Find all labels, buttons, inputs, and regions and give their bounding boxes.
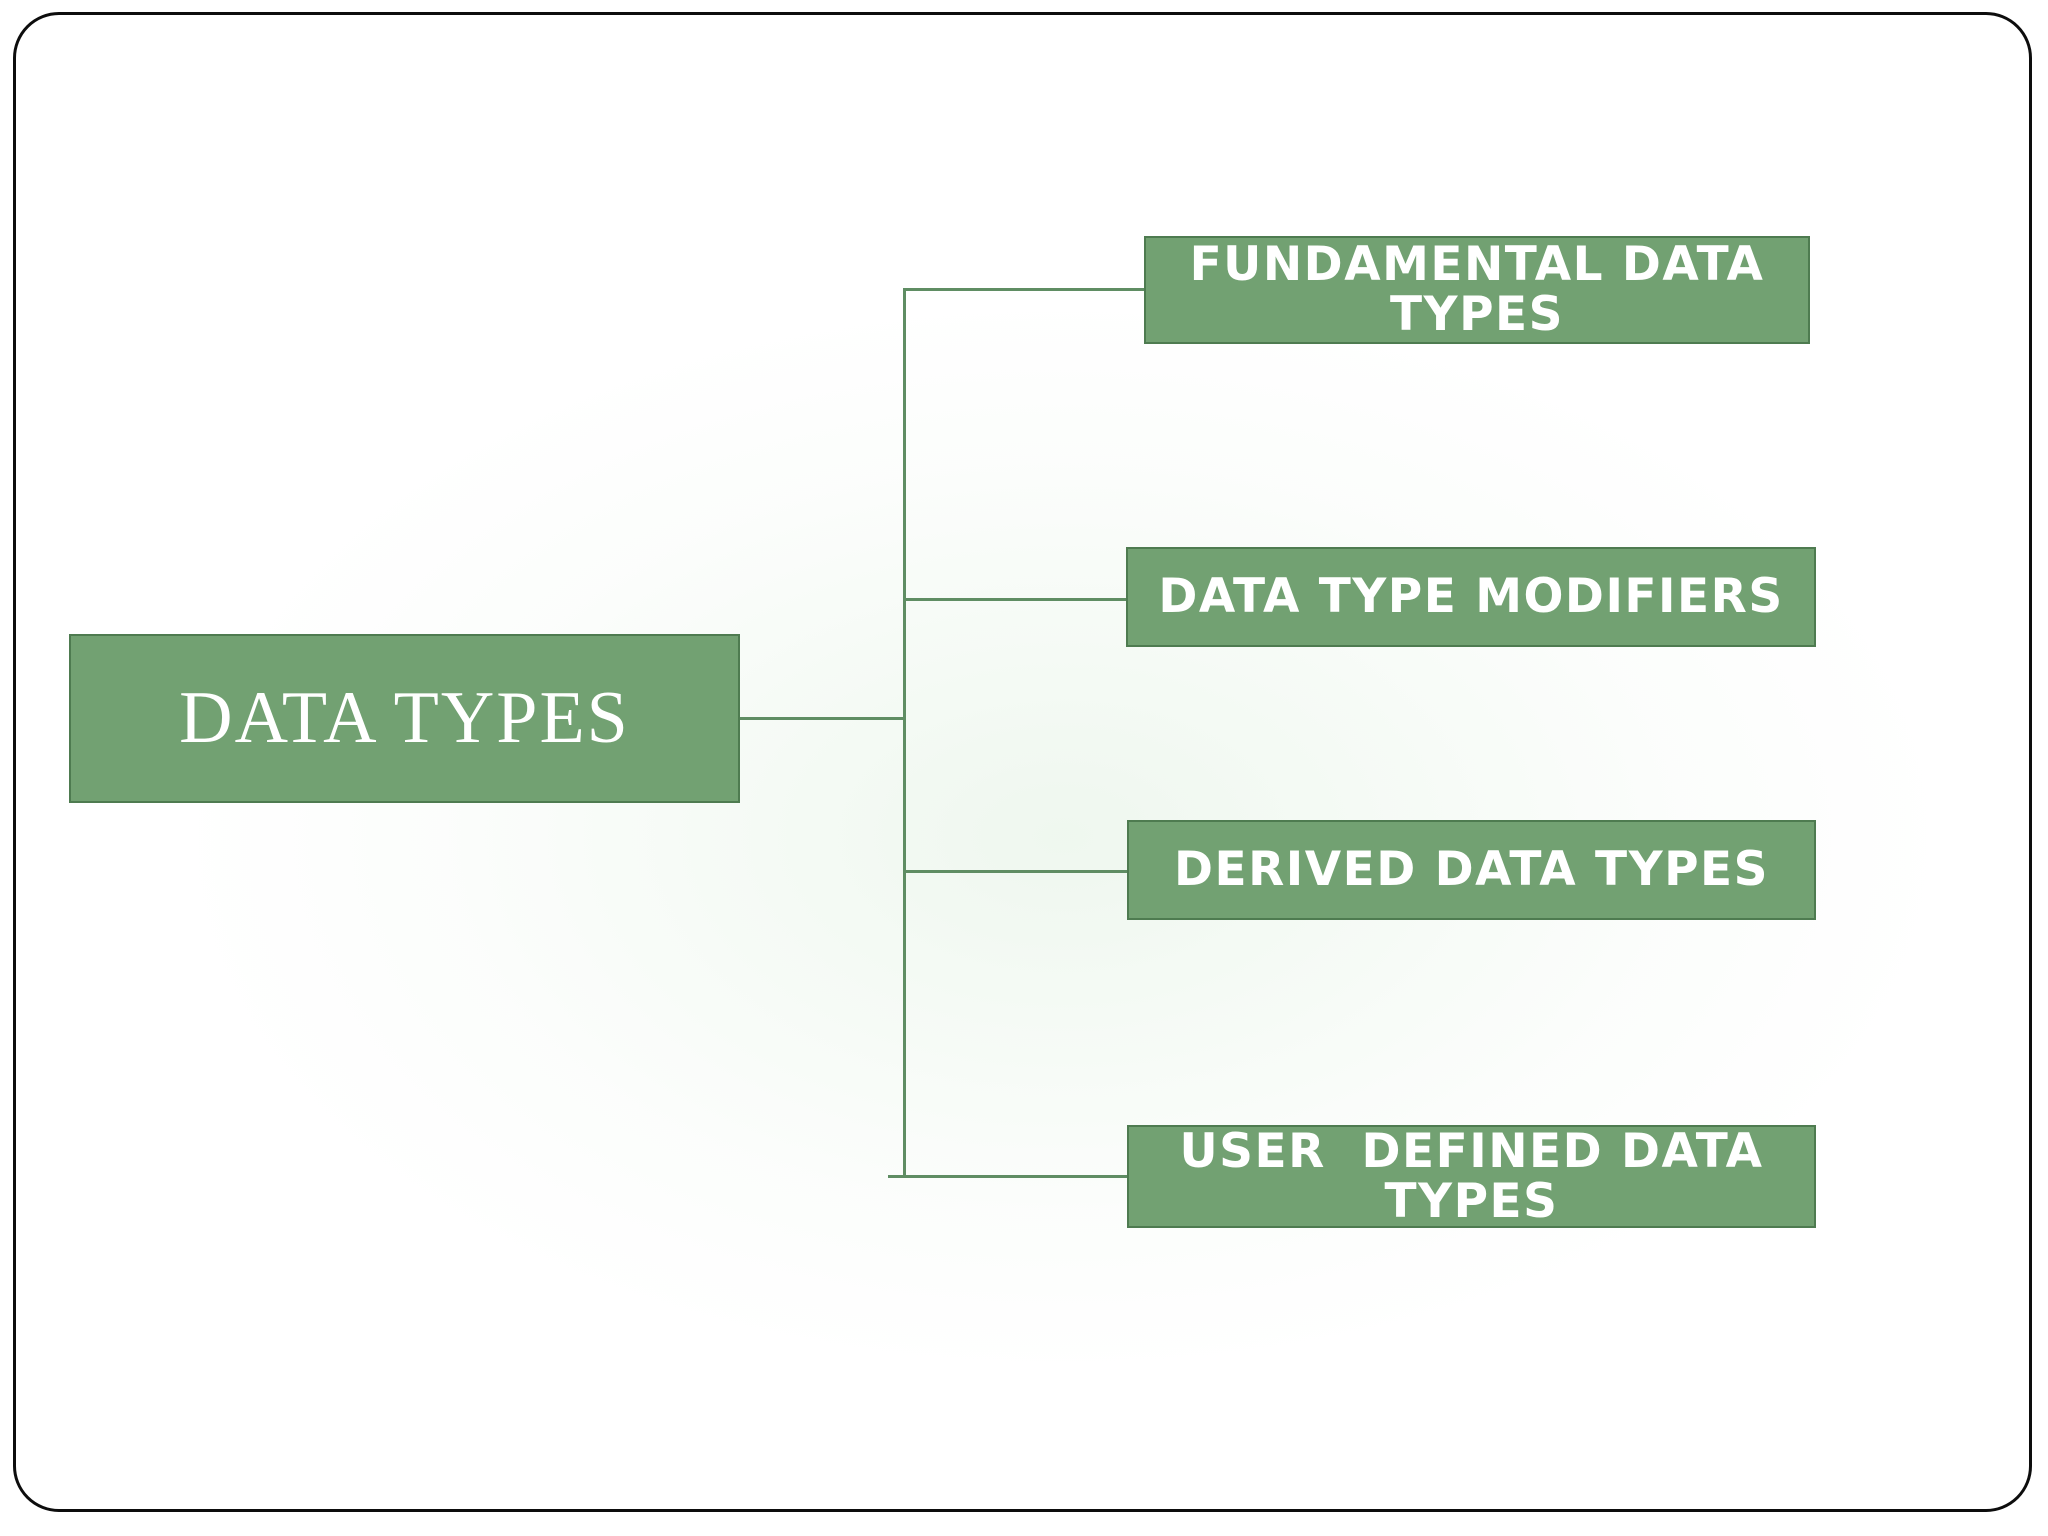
node-derived-data-types[interactable]: DERIVED DATA TYPES: [1127, 820, 1816, 920]
connector-root-to-trunk: [740, 717, 906, 720]
node-data-type-modifiers[interactable]: DATA TYPE MODIFIERS: [1126, 547, 1816, 647]
connector-trunk-upper: [903, 288, 906, 903]
node-user-defined-data-types[interactable]: USER DEFINED DATA TYPES: [1127, 1125, 1816, 1228]
connector-branch-user-defined: [888, 1175, 1129, 1178]
connector-branch-fundamental: [903, 288, 1146, 291]
node-fundamental-data-types[interactable]: FUNDAMENTAL DATA TYPES: [1144, 236, 1810, 344]
connector-trunk-lower: [903, 718, 906, 1176]
connector-branch-modifiers: [903, 598, 1128, 601]
connector-branch-derived: [903, 870, 1129, 873]
node-data-types[interactable]: DATA TYPES: [69, 634, 740, 803]
